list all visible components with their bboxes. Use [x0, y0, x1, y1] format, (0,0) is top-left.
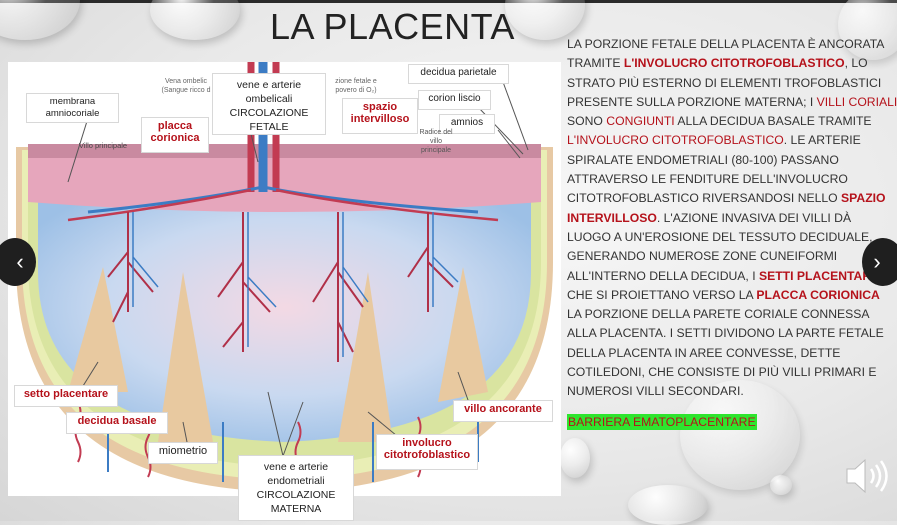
text-line: GENERANDO NUMEROSE ZONE CUNEIFORMI [567, 249, 838, 264]
water-drop [680, 380, 800, 490]
label-vena-ombelicale: Vena ombelic (Sangue ricco d [161, 78, 211, 94]
chevron-left-icon: ‹ [16, 249, 24, 274]
text-line: LUOGO A UN'EROSIONE DEL TESSUTO DECIDUAL… [567, 229, 873, 244]
text-line: TRAMITE L'INVOLUCRO CITOTROFOBLASTICO, L… [567, 56, 868, 71]
text-line: PRESENTE SULLA PORZIONE MATERNA; I VILLI… [567, 94, 897, 109]
label-corion-liscio: corion liscio [418, 90, 491, 110]
water-drop [770, 475, 792, 495]
body-text: LA PORZIONE FETALE DELLA PLACENTA È ANCO… [567, 35, 897, 402]
text-line: CITOTROFOBLASTICO RIVERSANDOSI NELLO SPA… [567, 191, 886, 206]
text-line: ALLA PLACENTA. I SETTI DIVIDONO LA PARTE… [567, 326, 884, 341]
water-drop [0, 0, 80, 40]
water-drop [838, 0, 897, 60]
label-placca-corionica: placca corionica [141, 117, 209, 153]
label-vene-arterie-ombelicali: vene e arterie ombelicali CIRCOLAZIONE F… [212, 73, 326, 135]
label-membrana-amniocoriale: membrana amniocoriale [26, 93, 119, 123]
label-villo-principale-right: Radice del villo principale [419, 129, 453, 154]
label-villo-principale-left: Villo principale [78, 141, 128, 150]
text-line: LA PORZIONE FETALE DELLA PLACENTA È ANCO… [567, 37, 885, 51]
label-villo-ancorante: villo ancorante [453, 400, 553, 422]
text-line: DELLA PLACENTA IN AREE CONVESSE, DETTE [567, 345, 841, 360]
text-line: SPIRALATE ENDOMETRIALI (80-100) PASSANO [567, 152, 839, 167]
text-line: NUMEROSI VILLI SECONDARI. [567, 384, 744, 399]
text-line: ATTRAVERSO LE FENDITURE DELL'INVOLUCRO [567, 172, 848, 187]
label-circolazione-fetale-source: zione fetale e povero di O₂) [335, 78, 377, 94]
next-slide-button[interactable]: › [862, 238, 897, 286]
water-drop [628, 485, 708, 525]
placenta-diagram: membrana amniocoriale Vena ombelic (Sang… [8, 62, 561, 496]
label-decidua-parietale: decidua parietale [408, 64, 509, 84]
placenta-illustration [16, 62, 553, 492]
text-line: ALL'INTERNO DELLA DECIDUA, I SETTI PLACE… [567, 268, 875, 283]
label-miometrio: miometrio [148, 442, 218, 464]
label-decidua-basale: decidua basale [66, 412, 168, 434]
text-line: SONO CONGIUNTI ALLA DECIDUA BASALE TRAMI… [567, 114, 872, 129]
highlight-barriera: BARRIERA EMATOPLACENTARE [567, 414, 757, 430]
chevron-right-icon: › [873, 249, 881, 274]
text-line: CHE SI PROIETTANO VERSO LA PLACCA CORION… [567, 287, 880, 302]
water-drop [560, 438, 590, 478]
audio-button[interactable] [843, 454, 893, 503]
text-line: STRATO PIÙ ESTERNO DI ELEMENTI TROFOBLAS… [567, 75, 882, 90]
top-bar [0, 0, 897, 3]
slide-title: LA PLACENTA [270, 6, 515, 47]
speaker-icon [846, 458, 888, 494]
water-drop [150, 0, 240, 40]
label-spazio-intervilloso: spazio intervilloso [342, 98, 418, 134]
text-line: L'INVOLUCRO CITOTROFOBLASTICO. LE ARTERI… [567, 133, 861, 148]
water-drop [505, 0, 585, 40]
text-line: INTERVILLOSO. L'AZIONE INVASIVA DEI VILL… [567, 210, 852, 225]
label-setto-placentare: setto placentare [14, 385, 118, 407]
label-vene-arterie-endometriali: vene e arterie endometriali CIRCOLAZIONE… [238, 455, 354, 521]
label-involucro-citotrofoblastico: involucro citotrofoblastico [376, 434, 478, 470]
prev-slide-button[interactable]: ‹ [0, 238, 36, 286]
text-line: COTILEDONI, CHE CONSISTE DI PIÙ VILLI PR… [567, 365, 877, 380]
label-amnios: amnios [439, 114, 495, 134]
text-line: LA PORZIONE DELLA PARETE CORIALE CONNESS… [567, 307, 870, 322]
